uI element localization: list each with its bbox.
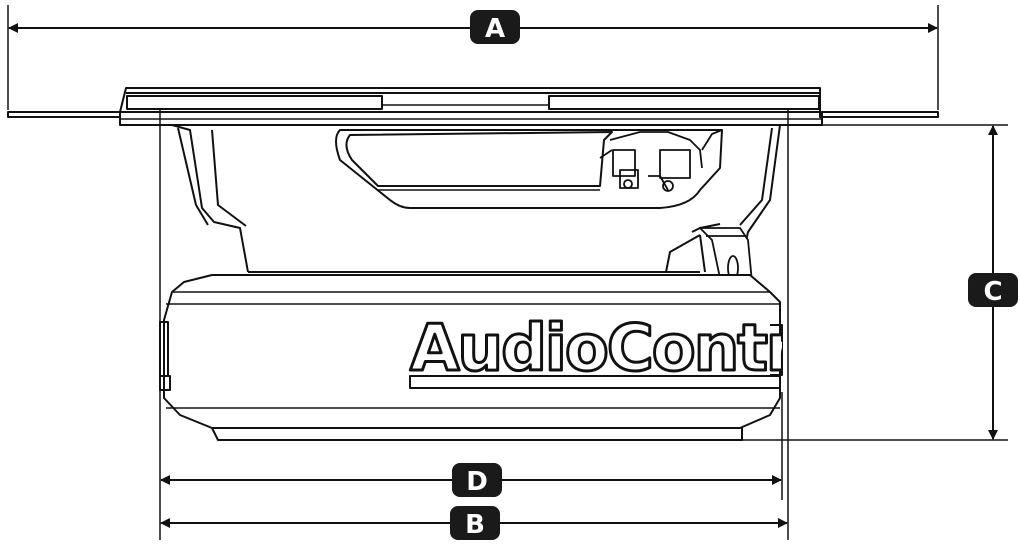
speaker-basket xyxy=(171,124,781,273)
terminal-assembly xyxy=(599,129,723,192)
dimension-badge-a: A xyxy=(470,10,520,44)
dimension-badge-b: B xyxy=(450,506,500,540)
magnet-housing xyxy=(159,274,783,441)
dimension-badge-c: C xyxy=(968,273,1018,307)
speaker-drawing: AudioControl xyxy=(7,87,939,441)
basket-window xyxy=(335,129,723,209)
mounting-flange xyxy=(7,87,939,126)
dimension-label-d: D xyxy=(466,467,488,497)
dimension-label-c: C xyxy=(983,277,1002,307)
logo-underline-bar xyxy=(409,375,781,389)
dimension-label-b: B xyxy=(465,510,485,540)
brand-logo: AudioControl xyxy=(409,311,857,386)
brand-logo-text: AudioControl xyxy=(410,312,857,386)
dimension-badge-d: D xyxy=(452,463,502,497)
dimension-label-a: A xyxy=(485,14,505,44)
